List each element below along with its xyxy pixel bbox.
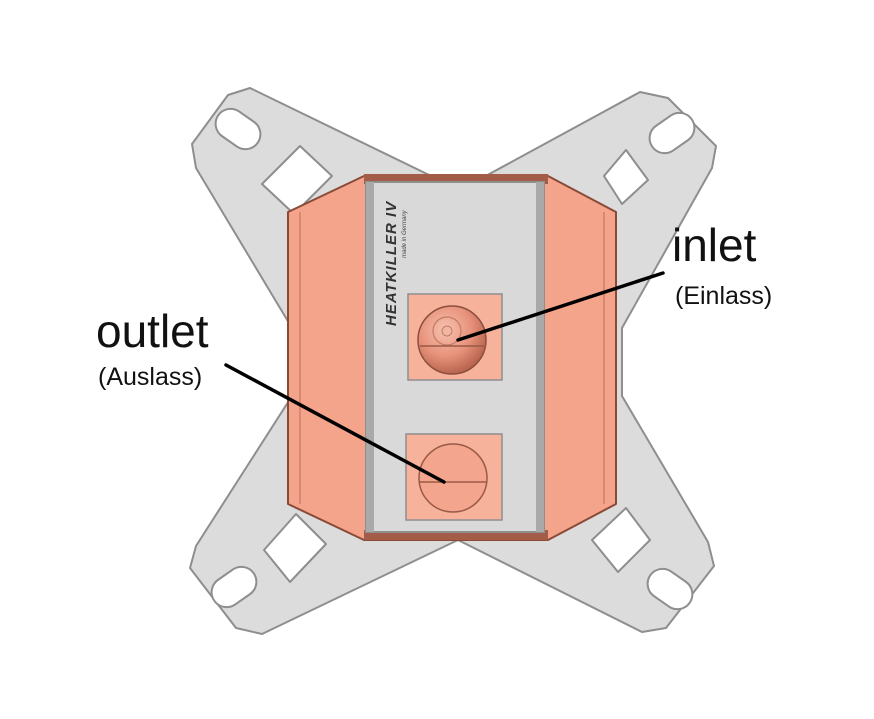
outlet-port xyxy=(405,433,503,521)
inlet-port-opening xyxy=(417,305,487,375)
mount-hole-tl xyxy=(214,107,262,151)
outlet-label: outlet xyxy=(96,305,209,357)
cutout-tr xyxy=(603,149,649,205)
cutout-bl xyxy=(263,513,327,583)
brand-subtext: made in Germany xyxy=(402,209,408,258)
outlet-leader-line xyxy=(224,363,446,484)
inlet-sublabel: (Einlass) xyxy=(675,282,773,310)
mount-hole-tr xyxy=(648,111,696,155)
brand-text: HEATKILLER IV xyxy=(383,200,400,326)
copper-top-edge xyxy=(364,174,548,184)
mount-hole-bl xyxy=(210,565,258,609)
outlet-sublabel: (Auslass) xyxy=(98,363,203,391)
copper-bottom-edge xyxy=(364,530,548,540)
mount-hole-br xyxy=(646,567,694,611)
inlet-leader-line xyxy=(456,271,665,342)
outlet-port-opening xyxy=(418,443,488,513)
cutout-tl xyxy=(261,145,333,215)
cutout-br xyxy=(591,507,651,573)
inlet-port xyxy=(407,293,503,381)
inlet-label: inlet xyxy=(672,219,757,271)
